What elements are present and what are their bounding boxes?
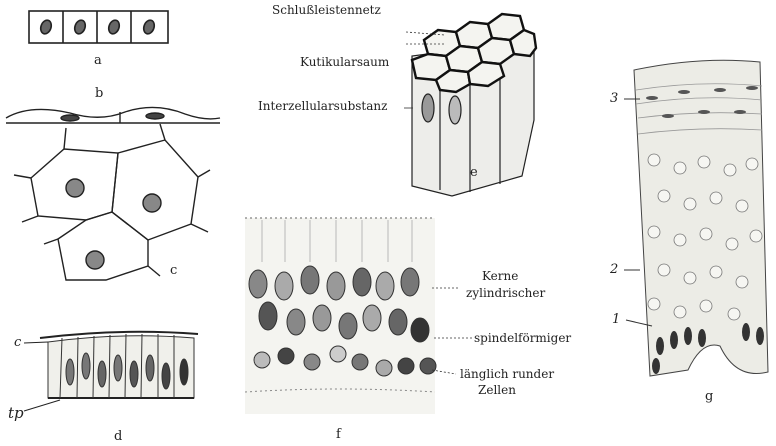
panel-f-annotation-1: Kerne xyxy=(482,270,518,282)
panel-d-marker-c: c xyxy=(14,336,21,349)
panel-f-annotation-2: zylindrischer xyxy=(466,287,545,299)
panel-g-stratified-squamous xyxy=(624,60,768,376)
panel-d-columnar xyxy=(24,332,198,411)
panel-d-marker-tp: tp xyxy=(8,406,24,421)
panel-a-cells xyxy=(29,11,168,43)
panel-f-annotation-5: Zellen xyxy=(478,384,516,396)
panel-f-stratified xyxy=(245,218,472,414)
panel-f-label: f xyxy=(336,428,341,441)
panel-g-label: g xyxy=(705,390,713,403)
panel-e-label: e xyxy=(470,166,478,179)
panel-e-annotation-1: Schlußleistennetz xyxy=(272,4,381,16)
panel-b-squamous xyxy=(6,107,220,123)
panel-f-annotation-4: länglich runder xyxy=(460,368,554,380)
panel-e-annotation-3: Interzellularsubstanz xyxy=(258,100,387,112)
panel-e-annotation-2: Kutikularsaum xyxy=(300,56,389,68)
panel-g-layer-2: 2 xyxy=(610,263,618,276)
panel-g-layer-3: 3 xyxy=(610,92,618,105)
panel-c-label: c xyxy=(170,264,177,277)
panel-b-label: b xyxy=(95,87,103,100)
panel-d-label: d xyxy=(114,430,122,443)
panel-a-label: a xyxy=(94,54,102,67)
panel-c-polygonal xyxy=(14,124,210,280)
panel-g-layer-1: 1 xyxy=(612,313,620,326)
panel-f-annotation-3: spindelförmiger xyxy=(474,332,571,344)
